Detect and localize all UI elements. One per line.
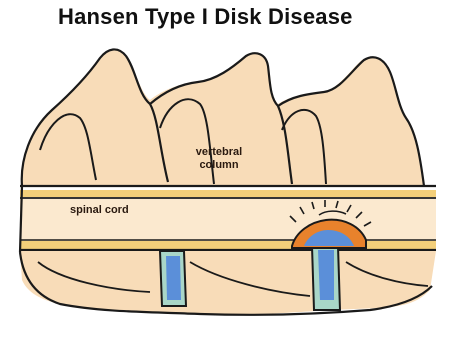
cord-upper-band xyxy=(20,190,436,197)
label-vertebral-line1: vertebral xyxy=(184,146,254,159)
label-spinal-cord: spinal cord xyxy=(70,204,129,217)
cord-lower-band xyxy=(20,241,436,249)
label-vertebral-line2: column xyxy=(184,159,254,172)
vertebral-bodies xyxy=(20,251,436,315)
diagram-title: Hansen Type I Disk Disease xyxy=(58,4,453,30)
healthy-disk-nucleus xyxy=(166,256,181,300)
herniated-disk-nucleus xyxy=(318,250,334,300)
label-vertebral-column: vertebral column xyxy=(184,146,254,172)
